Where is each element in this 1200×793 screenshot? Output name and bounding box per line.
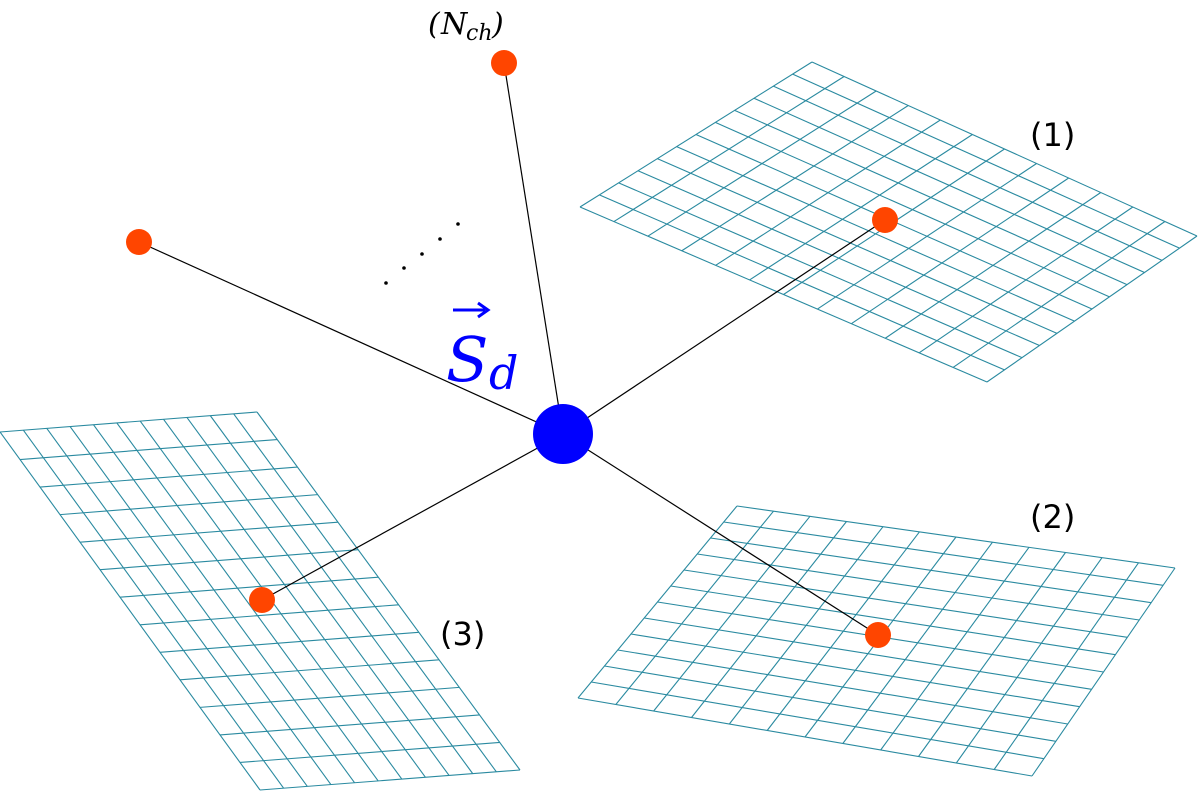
lattice-grid-line	[0, 431, 261, 791]
lattice-grid-line	[817, 163, 1037, 310]
ellipsis-dots	[384, 222, 460, 285]
lattice-grid-line	[239, 741, 500, 764]
lattice-grid-line	[19, 438, 278, 461]
lattice-grid-line	[577, 505, 738, 699]
lattice-grid-line	[918, 552, 1066, 757]
lattice-grid-line	[99, 549, 359, 571]
top-channel-subscript: ch	[466, 21, 493, 46]
lattice-grid-line	[186, 417, 450, 776]
lattice-grid-line	[69, 426, 332, 785]
lattice-grid-line	[579, 61, 813, 208]
lattice-grid-line	[139, 604, 399, 626]
lattice-grid-line	[880, 547, 1030, 751]
vector-arrow-icon	[453, 301, 491, 319]
bond-lattice-2	[562, 433, 879, 636]
spin-nodes	[126, 50, 898, 648]
lattice-planes	[0, 61, 1198, 791]
lattice-grid-line	[766, 531, 920, 731]
lattice-1-label: (1)	[1030, 116, 1075, 154]
lattice-grid-line	[993, 562, 1139, 770]
bond-lattice-1	[562, 219, 886, 435]
ellipsis-dot	[384, 281, 388, 285]
lattice-grid-line	[851, 177, 1069, 325]
bath-spin-lattice-3	[249, 587, 275, 613]
lattice-grid-line	[955, 557, 1103, 764]
lattice-plane-3	[0, 411, 521, 791]
top-channel-close-paren: )	[491, 7, 504, 42]
lattice-grid-line	[256, 411, 521, 771]
top-channel-open-paren: (	[428, 7, 441, 42]
lattice-plane-2	[577, 505, 1176, 777]
lattice-grid-line	[918, 206, 1134, 354]
lattice-grid-line	[59, 494, 318, 516]
lattice-grid-line	[116, 422, 379, 782]
central-spin-symbol: S	[446, 323, 488, 396]
lattice-grid-line	[39, 466, 298, 488]
lattice-grid-line	[691, 521, 847, 718]
lattice-grid-line	[0, 411, 258, 433]
lattice-grid-line	[952, 221, 1166, 368]
central-spin	[533, 404, 593, 464]
lattice-grid-line	[159, 631, 419, 653]
lattice-grid-line	[219, 714, 480, 736]
lattice-grid-line	[681, 105, 909, 252]
lattice-grid-line	[209, 415, 474, 774]
central-spin-subscript: d	[489, 346, 518, 400]
bond-channel-left	[138, 241, 564, 435]
bath-spin-channel-top	[491, 50, 517, 76]
bond-lattice-3	[261, 433, 564, 601]
bath-spin-lattice-2	[865, 622, 891, 648]
lattice-grid-line	[653, 515, 811, 712]
bond-channel-top	[503, 62, 564, 435]
lattice-grid-line	[986, 235, 1198, 383]
lattice-grid-line	[163, 418, 426, 778]
lattice-grid-line	[884, 192, 1102, 339]
lattice-grid-line	[79, 521, 338, 543]
bath-spin-channel-left	[126, 229, 152, 255]
lattice-grid-line	[93, 424, 355, 784]
lattice-grid-line	[119, 576, 379, 598]
lattice-grid-line	[715, 119, 941, 266]
lattice-grid-line	[233, 413, 497, 773]
lattice-grid-line	[749, 134, 973, 281]
top-channel-symbol: N	[440, 7, 469, 42]
lattice-grid-line	[842, 541, 993, 744]
lattice-grid-line	[259, 769, 521, 791]
central-spin-label: S d	[446, 301, 518, 400]
lattice-grid-line	[615, 510, 774, 705]
top-channel-label: ( N ch )	[428, 7, 504, 46]
ellipsis-dot	[420, 252, 424, 256]
bonds	[138, 62, 886, 636]
lattice-3-label: (3)	[440, 615, 485, 653]
lattice-grid-line	[647, 90, 877, 237]
lattice-grid-line	[728, 526, 884, 725]
lattice-grid-line	[613, 76, 845, 223]
bath-spin-lattice-1	[872, 207, 898, 233]
lattice-grid-line	[46, 428, 308, 787]
lattice-2-label: (2)	[1030, 498, 1075, 536]
ellipsis-dot	[456, 222, 460, 226]
ellipsis-dot	[438, 237, 442, 241]
lattice-grid-line	[22, 429, 285, 789]
lattice-grid-line	[199, 686, 460, 708]
lattice-grid-line	[179, 659, 440, 681]
ellipsis-dot	[402, 266, 406, 270]
lattice-plane-1	[579, 61, 1198, 383]
lattice-grid-line	[1031, 567, 1176, 777]
